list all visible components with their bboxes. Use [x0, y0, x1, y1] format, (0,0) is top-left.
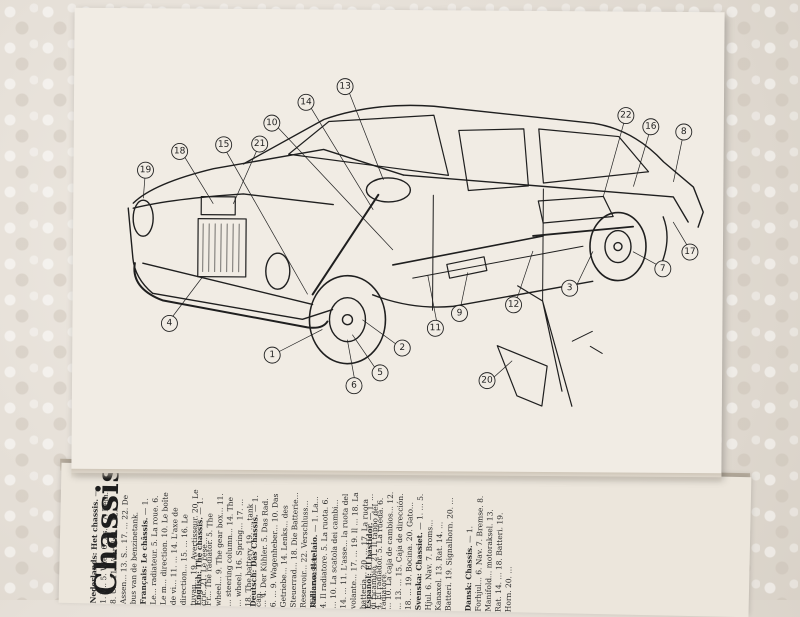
callout-9: 9: [451, 304, 468, 322]
callout-11: 11: [426, 319, 444, 337]
svg-text:2: 2: [399, 343, 405, 353]
callout-2: 2: [393, 339, 411, 357]
svg-text:15: 15: [218, 140, 230, 150]
svg-text:6: 6: [351, 381, 357, 391]
svg-text:16: 16: [645, 122, 657, 132]
svg-text:4: 4: [167, 318, 173, 328]
svg-text:19: 19: [140, 165, 152, 175]
svg-text:9: 9: [457, 308, 463, 318]
column-heading: English: The chassis.: [193, 517, 205, 606]
callout-22: 22: [617, 107, 635, 125]
callout-4: 4: [160, 314, 178, 332]
callout-3: 3: [561, 279, 579, 297]
svg-text:12: 12: [508, 300, 520, 310]
upper-page: 1 2 3 4 5 6 7 8 9 10 11 12 13 14 15 16 1…: [71, 7, 725, 478]
lower-page: Chassis Nederlands: Het chassis. — 1. V.…: [58, 462, 752, 617]
column-heading: Français: Le châssis.: [138, 517, 150, 605]
callout-10: 10: [263, 114, 281, 132]
callout-18: 18: [171, 143, 189, 160]
leader-lines: [142, 84, 691, 382]
svg-text:1: 1: [269, 350, 275, 360]
callout-15: 15: [215, 136, 233, 154]
column-heading: Dansk: Chassis.: [463, 545, 474, 612]
svg-text:20: 20: [481, 376, 493, 386]
lower-page-rotated-content: Chassis Nederlands: Het chassis. — 1. V.…: [59, 463, 752, 617]
callout-12: 12: [505, 296, 523, 314]
callouts: 1 2 3 4 5 6 7 8 9 10 11 12 13 14 15 16 1…: [137, 78, 699, 395]
callout-14: 14: [297, 93, 315, 111]
callout-19: 19: [137, 161, 154, 179]
callout-20: 20: [478, 372, 496, 390]
callout-16: 16: [642, 118, 660, 136]
callout-13: 13: [336, 78, 354, 96]
column-heading: Svenska: Chassiet.: [413, 532, 425, 611]
svg-text:8: 8: [681, 127, 687, 137]
svg-text:3: 3: [567, 283, 573, 293]
svg-text:10: 10: [266, 118, 278, 128]
callout-21: 21: [251, 135, 269, 153]
callout-8: 8: [675, 123, 693, 141]
callout-5: 5: [371, 364, 389, 382]
svg-text:13: 13: [339, 82, 351, 92]
callout-1: 1: [263, 346, 281, 364]
column-dansk: Dansk: Chassis. — 1. Forhjul... 6. Nav. …: [464, 493, 566, 613]
svg-text:22: 22: [620, 111, 632, 121]
svg-text:21: 21: [254, 139, 266, 149]
car-illustration: [127, 104, 704, 407]
chassis-diagram: 1 2 3 4 5 6 7 8 9 10 11 12 13 14 15 16 1…: [127, 78, 704, 407]
callout-7: 7: [654, 260, 672, 278]
svg-text:7: 7: [660, 264, 666, 274]
callout-6: 6: [345, 377, 363, 395]
svg-text:14: 14: [300, 97, 312, 107]
column-heading: Italiano: Il telaio.: [308, 534, 320, 609]
svg-text:11: 11: [430, 323, 442, 333]
svg-text:17: 17: [684, 247, 696, 257]
column-heading: Español: El bastidor.: [363, 522, 375, 610]
callout-17: 17: [681, 243, 699, 261]
svg-text:5: 5: [377, 368, 383, 378]
svg-text:18: 18: [174, 146, 186, 156]
